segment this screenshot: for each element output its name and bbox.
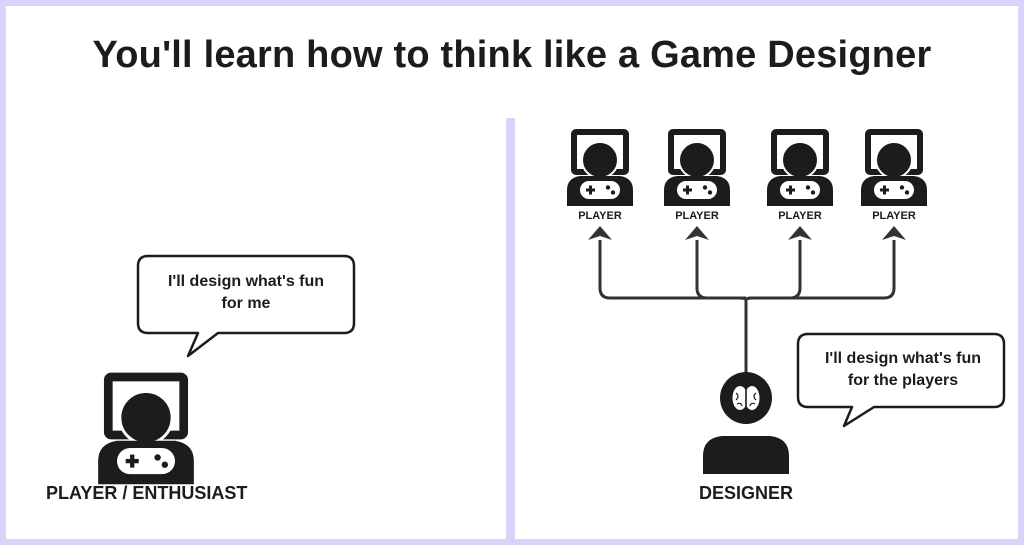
player-label: PLAYER (778, 210, 822, 222)
brain-icon (732, 386, 760, 410)
arrow-up-icon (685, 226, 709, 240)
designer-caption: DESIGNER (698, 483, 794, 503)
arrow-up-icon (788, 226, 812, 240)
player-label: PLAYER (578, 210, 622, 222)
player-icon (767, 132, 833, 206)
panel-divider (506, 118, 515, 545)
player-icon (664, 132, 730, 206)
player-icon (861, 132, 927, 206)
player-label: PLAYER (872, 210, 916, 222)
connector-tree (598, 240, 896, 372)
left-speech-bubble (136, 254, 356, 358)
page-title: You'll learn how to think like a Game De… (92, 34, 932, 76)
right-speech-text: I'll design what's fun for the players (824, 350, 982, 389)
player-icon (567, 132, 633, 206)
left-speech-text: I'll design what's fun for me (167, 273, 325, 312)
right-speech-bubble (796, 332, 1006, 428)
arrow-up-icon (588, 226, 612, 240)
player-label: PLAYER (675, 210, 719, 222)
player-enthusiast-icon (98, 377, 194, 484)
designer-icon (703, 372, 789, 474)
player-enthusiast-caption: PLAYER / ENTHUSIAST (46, 483, 248, 503)
arrow-up-icon (882, 226, 906, 240)
